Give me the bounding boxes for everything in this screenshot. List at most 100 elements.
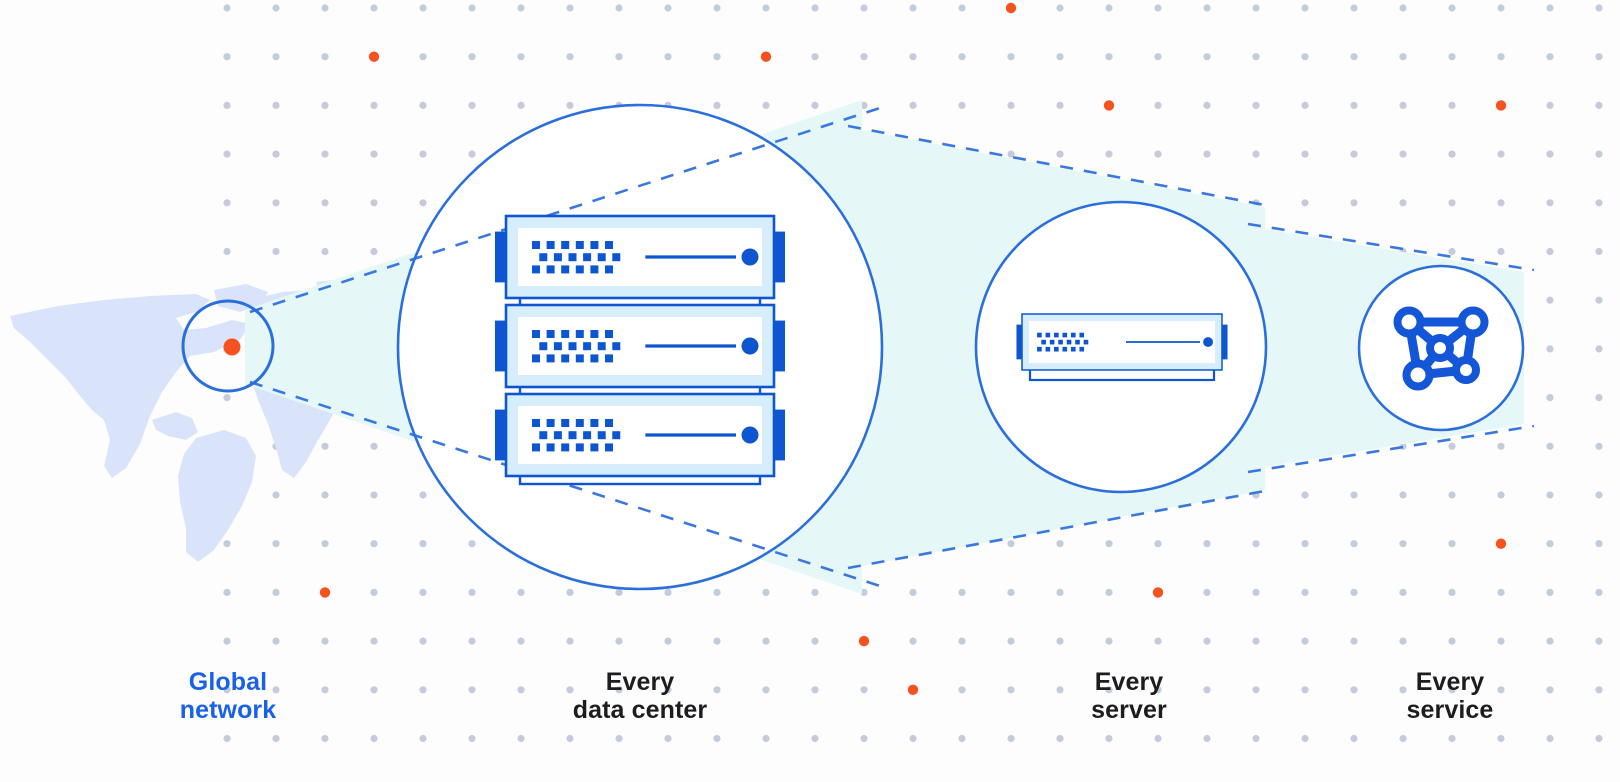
- grid-dot: [1546, 150, 1554, 158]
- grid-dot: [1154, 4, 1162, 12]
- grid-dot: [1546, 686, 1554, 694]
- mesh-node-center: [1426, 334, 1454, 362]
- grid-dot: [1350, 4, 1358, 12]
- datacenter-circle-outline: [396, 103, 884, 591]
- server-led-square: [605, 241, 613, 249]
- server-led-square: [612, 342, 621, 351]
- grid-dot: [713, 101, 721, 109]
- grid-dot: [517, 53, 525, 61]
- grid-dot-accent: [858, 635, 870, 647]
- grid-dot: [1595, 491, 1603, 499]
- grid-dot: [762, 686, 770, 694]
- grid-dot: [958, 734, 966, 743]
- grid-dot: [909, 101, 917, 109]
- grid-dot: [615, 686, 623, 694]
- server-rack-icon: [495, 214, 785, 486]
- grid-dot: [713, 686, 721, 694]
- grid-dot: [272, 637, 280, 645]
- grid-dot: [909, 53, 917, 61]
- grid-dot: [909, 734, 917, 743]
- server-led-square: [568, 253, 577, 262]
- grid-dot: [1301, 686, 1309, 694]
- stage-circle-outlines: [181, 103, 1525, 591]
- server-led-square: [612, 431, 621, 440]
- grid-dot: [1448, 247, 1456, 256]
- grid-dot: [1546, 442, 1554, 450]
- grid-dot: [1546, 637, 1554, 645]
- grid-dot: [1105, 686, 1113, 694]
- server-led-square: [597, 431, 606, 440]
- grid-dot: [370, 637, 378, 645]
- server-led-square: [546, 241, 555, 249]
- server-led-square: [575, 354, 584, 363]
- grid-dot: [1546, 588, 1554, 597]
- grid-dot: [1399, 4, 1407, 12]
- grid-dot: [1007, 150, 1015, 158]
- server-led-square: [575, 265, 584, 274]
- server-led-square: [1062, 346, 1068, 352]
- grid-dot: [468, 734, 476, 743]
- grid-dot-accent: [368, 51, 380, 62]
- grid-dot: [566, 4, 574, 12]
- grid-dot: [664, 686, 672, 694]
- server-led-square: [1083, 339, 1089, 345]
- grid-dot: [321, 491, 329, 499]
- grid-dot: [419, 540, 427, 548]
- grid-dot: [664, 637, 672, 645]
- server-led-square: [1070, 332, 1076, 338]
- server-led-square: [546, 265, 555, 274]
- grid-dot: [860, 53, 868, 61]
- grid-dot: [1448, 588, 1456, 597]
- grid-dot: [1154, 53, 1162, 61]
- grid-dot: [370, 442, 378, 450]
- grid-dot: [1203, 637, 1211, 645]
- grid-dot: [468, 150, 476, 158]
- grid-dot: [321, 734, 329, 743]
- grid-dot: [223, 686, 231, 694]
- grid-dot: [419, 686, 427, 694]
- grid-dot: [1448, 637, 1456, 645]
- grid-dot: [321, 199, 329, 207]
- server-led-square: [1058, 339, 1063, 345]
- grid-dot: [1448, 442, 1456, 450]
- grid-dot-accent: [319, 587, 331, 598]
- grid-dot: [1595, 394, 1603, 402]
- server-led-square: [561, 419, 570, 427]
- grid-dot: [223, 247, 231, 256]
- server-led-square: [561, 354, 570, 363]
- grid-dot: [468, 637, 476, 645]
- grid-dot: [1350, 150, 1358, 158]
- grid-dot: [713, 4, 721, 12]
- server-led-square: [590, 354, 599, 363]
- grid-dot: [958, 686, 966, 694]
- server-led-square: [1070, 346, 1076, 352]
- grid-dot: [321, 686, 329, 694]
- server-status-dot: [741, 248, 759, 266]
- grid-dot: [1497, 588, 1505, 597]
- grid-dot: [958, 637, 966, 645]
- grid-dot: [1252, 588, 1260, 597]
- server-led-square: [605, 419, 613, 427]
- grid-dot: [1056, 637, 1064, 645]
- grid-dot: [1301, 637, 1309, 645]
- server-led-square: [575, 330, 584, 338]
- server-led-square: [532, 443, 540, 452]
- grid-dot: [1007, 686, 1015, 694]
- grid-dot: [419, 101, 427, 109]
- grid-dot: [1154, 540, 1162, 548]
- grid-dot: [860, 734, 868, 743]
- grid-dot: [517, 101, 525, 109]
- grid-dot: [1105, 4, 1113, 12]
- grid-dot: [223, 588, 231, 597]
- grid-dot: [321, 637, 329, 645]
- grid-dot-accent: [1103, 100, 1115, 111]
- grid-dot: [566, 53, 574, 61]
- grid-dot: [1301, 199, 1309, 207]
- server-status-dot: [741, 426, 759, 444]
- grid-dot: [1007, 588, 1015, 597]
- grid-dot: [468, 101, 476, 109]
- single-server-icon: [1016, 313, 1228, 382]
- server-led-square: [1066, 339, 1072, 345]
- grid-dot-accent: [1005, 2, 1017, 14]
- grid-dot: [1595, 686, 1603, 694]
